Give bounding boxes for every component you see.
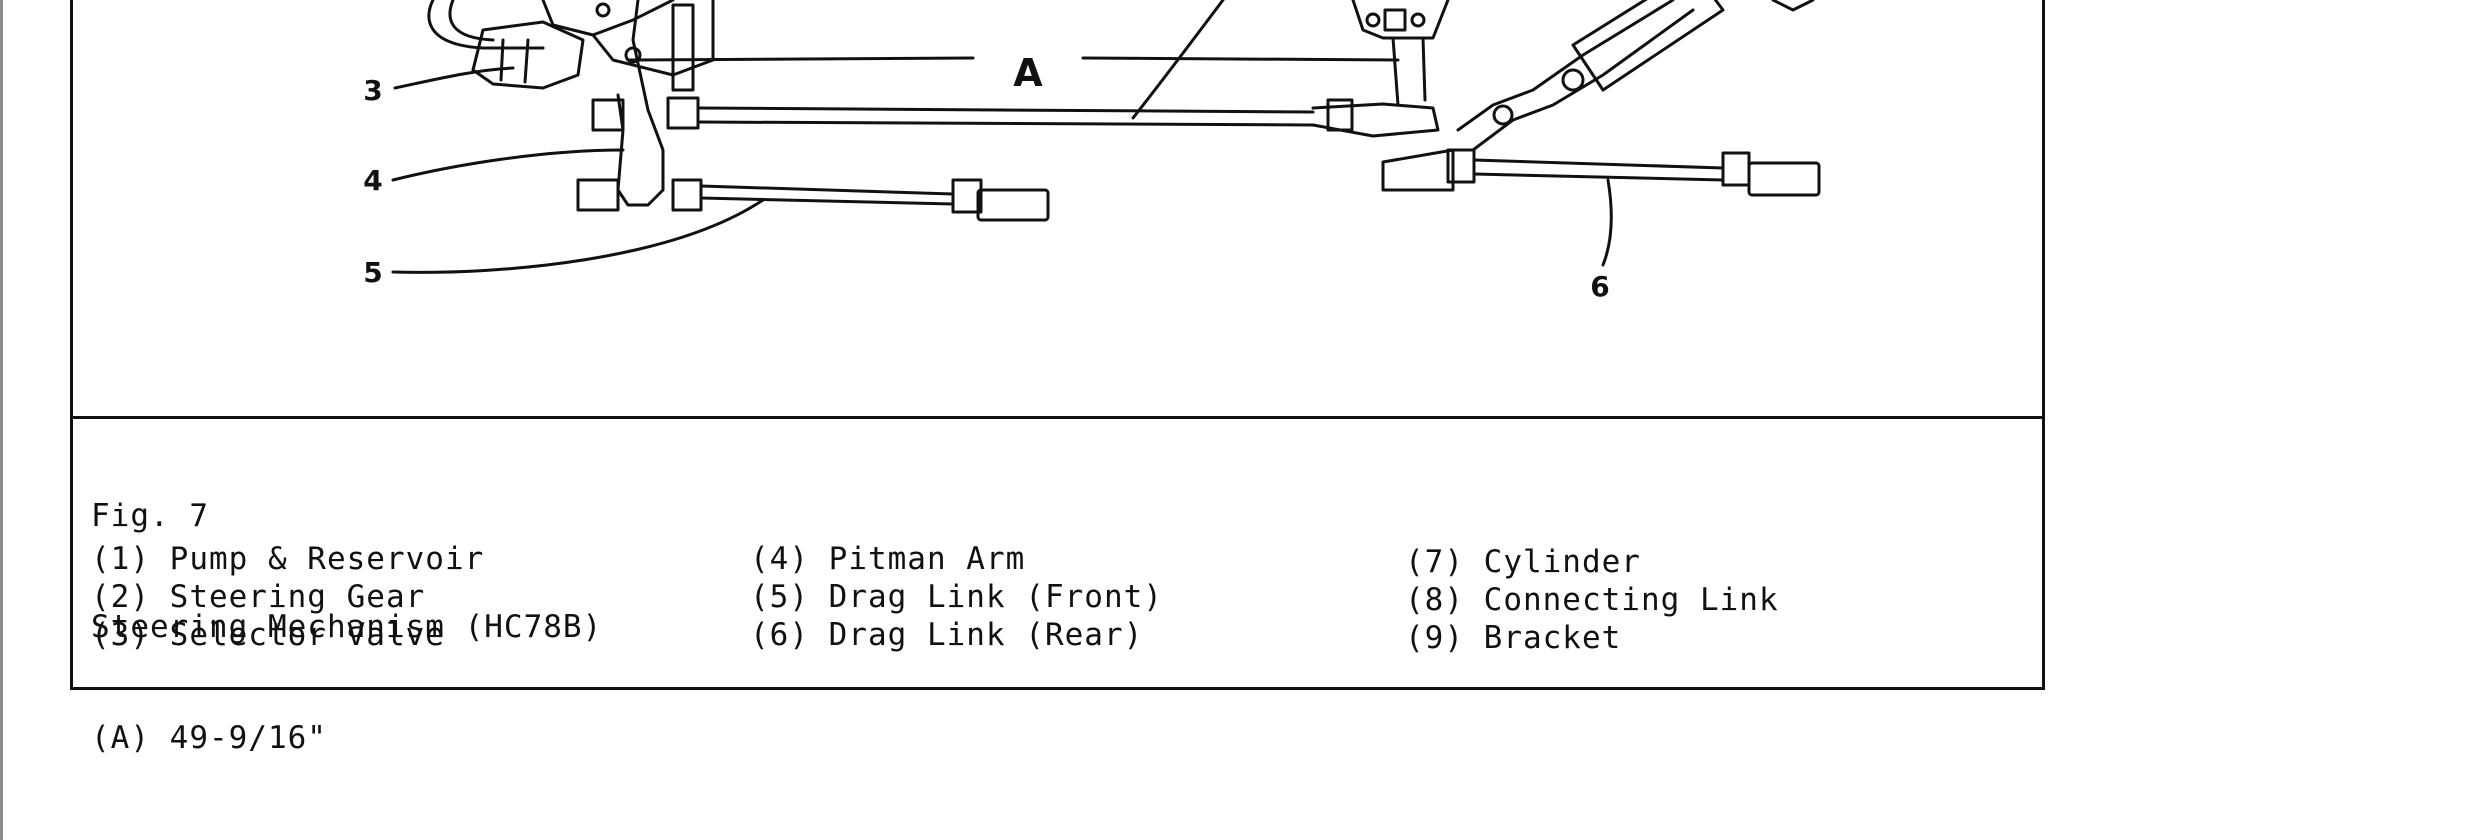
dimension-line xyxy=(626,56,1400,62)
figure-frame: A 3 4 5 6 Fig. 7 Steering Mechanism (HC7… xyxy=(70,0,2045,756)
callout-3: 3 xyxy=(363,74,382,107)
parts-column: (1) Pump & Reservoir (2) Steering Gear (… xyxy=(91,540,711,654)
figure-title: Steering Mechanism (HC78B) xyxy=(91,609,603,645)
callout-4: 4 xyxy=(363,164,382,197)
cylinder-body xyxy=(1571,0,1725,92)
figure-number: Fig. 7 xyxy=(91,498,209,534)
part-item: (5) Drag Link (Front) xyxy=(750,579,1163,615)
part-item: (6) Drag Link (Rear) xyxy=(750,617,1144,653)
leader-callout-6 xyxy=(1601,178,1613,267)
leader-callout-4 xyxy=(391,148,625,182)
steering-mechanism-drawing: A 3 4 5 6 xyxy=(73,0,2042,418)
drawing-svg: A 3 4 5 6 xyxy=(363,0,1821,303)
leader-line-top xyxy=(1131,0,1225,120)
center-bracket xyxy=(1351,0,1450,40)
cylinder-rod xyxy=(1456,0,1675,132)
mount-bracket xyxy=(671,3,695,92)
part-item: (2) Steering Gear xyxy=(91,579,426,615)
drag-link-front xyxy=(699,184,955,206)
callout-5: 5 xyxy=(363,256,382,289)
part-item: (8) Connecting Link xyxy=(1405,582,1779,618)
dimension-label-a: A xyxy=(1013,51,1043,95)
parts-column: (7) Cylinder (8) Connecting Link (9) Bra… xyxy=(1405,543,2025,657)
part-item: (4) Pitman Arm xyxy=(750,541,1026,577)
parts-column: (4) Pitman Arm (5) Drag Link (Front) (6)… xyxy=(750,540,1370,654)
part-item: (3) Selector Valve xyxy=(91,617,445,653)
figure-caption: Fig. 7 Steering Mechanism (HC78B) (A) 49… xyxy=(91,424,2021,831)
dimension-note: (A) 49-9/16" xyxy=(91,720,327,756)
part-item: (7) Cylinder xyxy=(1405,544,1641,580)
page-edge xyxy=(0,0,3,840)
pitman-arm-right xyxy=(1381,148,1455,192)
leader-callout-5 xyxy=(391,198,765,274)
tie-rod xyxy=(696,106,1315,127)
callout-6: 6 xyxy=(1590,270,1609,303)
part-item: (1) Pump & Reservoir xyxy=(91,541,485,577)
part-item: (9) Bracket xyxy=(1405,620,1622,656)
pitman-arm-left xyxy=(616,0,665,207)
drag-link-rear xyxy=(1472,158,1725,182)
leader-callout-3 xyxy=(393,66,515,90)
caption-divider xyxy=(73,416,2042,419)
